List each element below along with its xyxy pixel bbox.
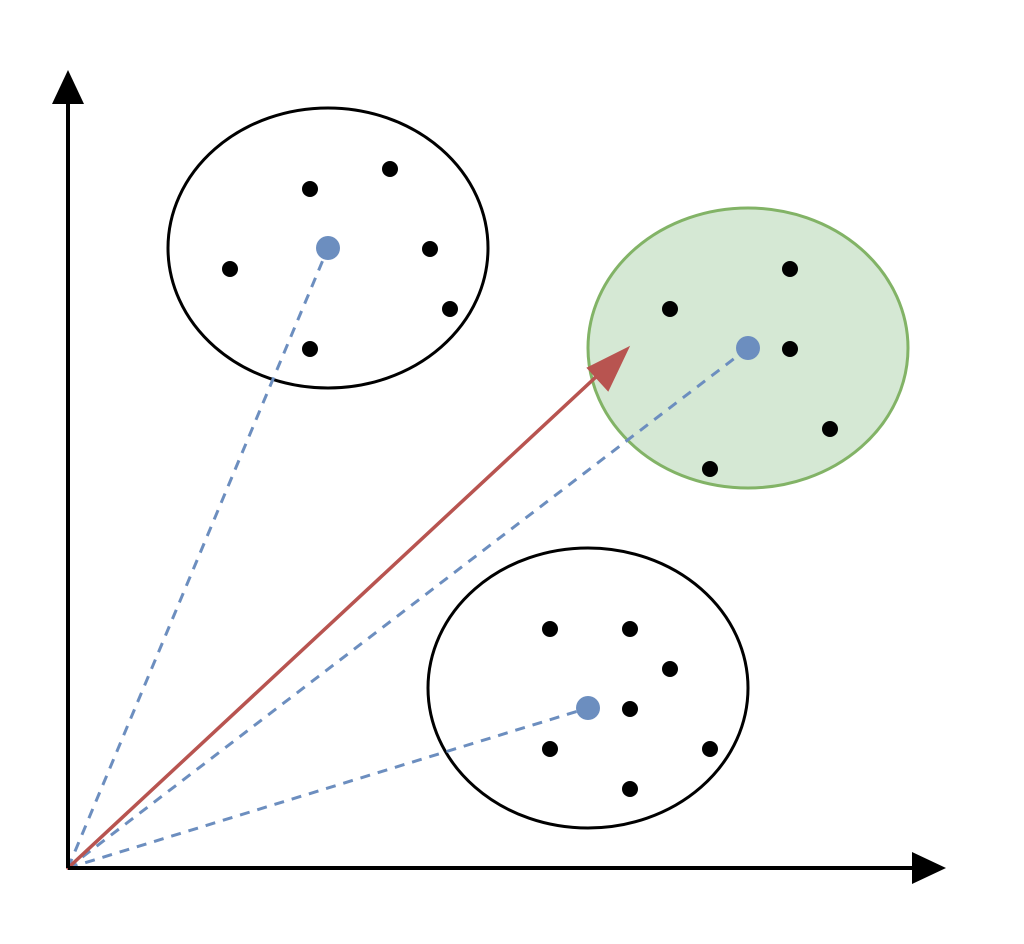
data-point (622, 701, 638, 717)
cluster-outline-top-left (166, 106, 490, 390)
data-point (822, 421, 838, 437)
data-point (662, 301, 678, 317)
data-point (702, 741, 718, 757)
data-point (422, 241, 438, 257)
data-point (302, 341, 318, 357)
query-arrow-head (586, 345, 631, 392)
query-arrow-shaft (66, 360, 614, 870)
dashed-line-to-top-right-centroid (67, 346, 749, 870)
data-point (542, 621, 558, 637)
data-point (382, 161, 398, 177)
axes (52, 70, 946, 884)
cluster-outline-bottom (426, 546, 750, 830)
centroid-top-left (316, 236, 340, 260)
data-point (542, 741, 558, 757)
centroids-layer (316, 236, 760, 720)
data-point (302, 181, 318, 197)
arrow-right-icon (912, 852, 946, 884)
dashed-line-to-bottom-centroid (67, 706, 589, 870)
clusters-layer (166, 106, 910, 830)
dashed-centroid-lines (66, 247, 749, 870)
points-layer (222, 161, 838, 797)
data-point (622, 781, 638, 797)
data-point (782, 341, 798, 357)
data-point (782, 261, 798, 277)
data-point (662, 661, 678, 677)
data-point (442, 301, 458, 317)
query-vector (66, 345, 631, 870)
arrow-up-icon (52, 70, 84, 104)
centroid-bottom (576, 696, 600, 720)
data-point (222, 261, 238, 277)
data-point (622, 621, 638, 637)
centroid-top-right (736, 336, 760, 360)
dashed-line-to-top-left-centroid (66, 247, 330, 869)
data-point (702, 461, 718, 477)
